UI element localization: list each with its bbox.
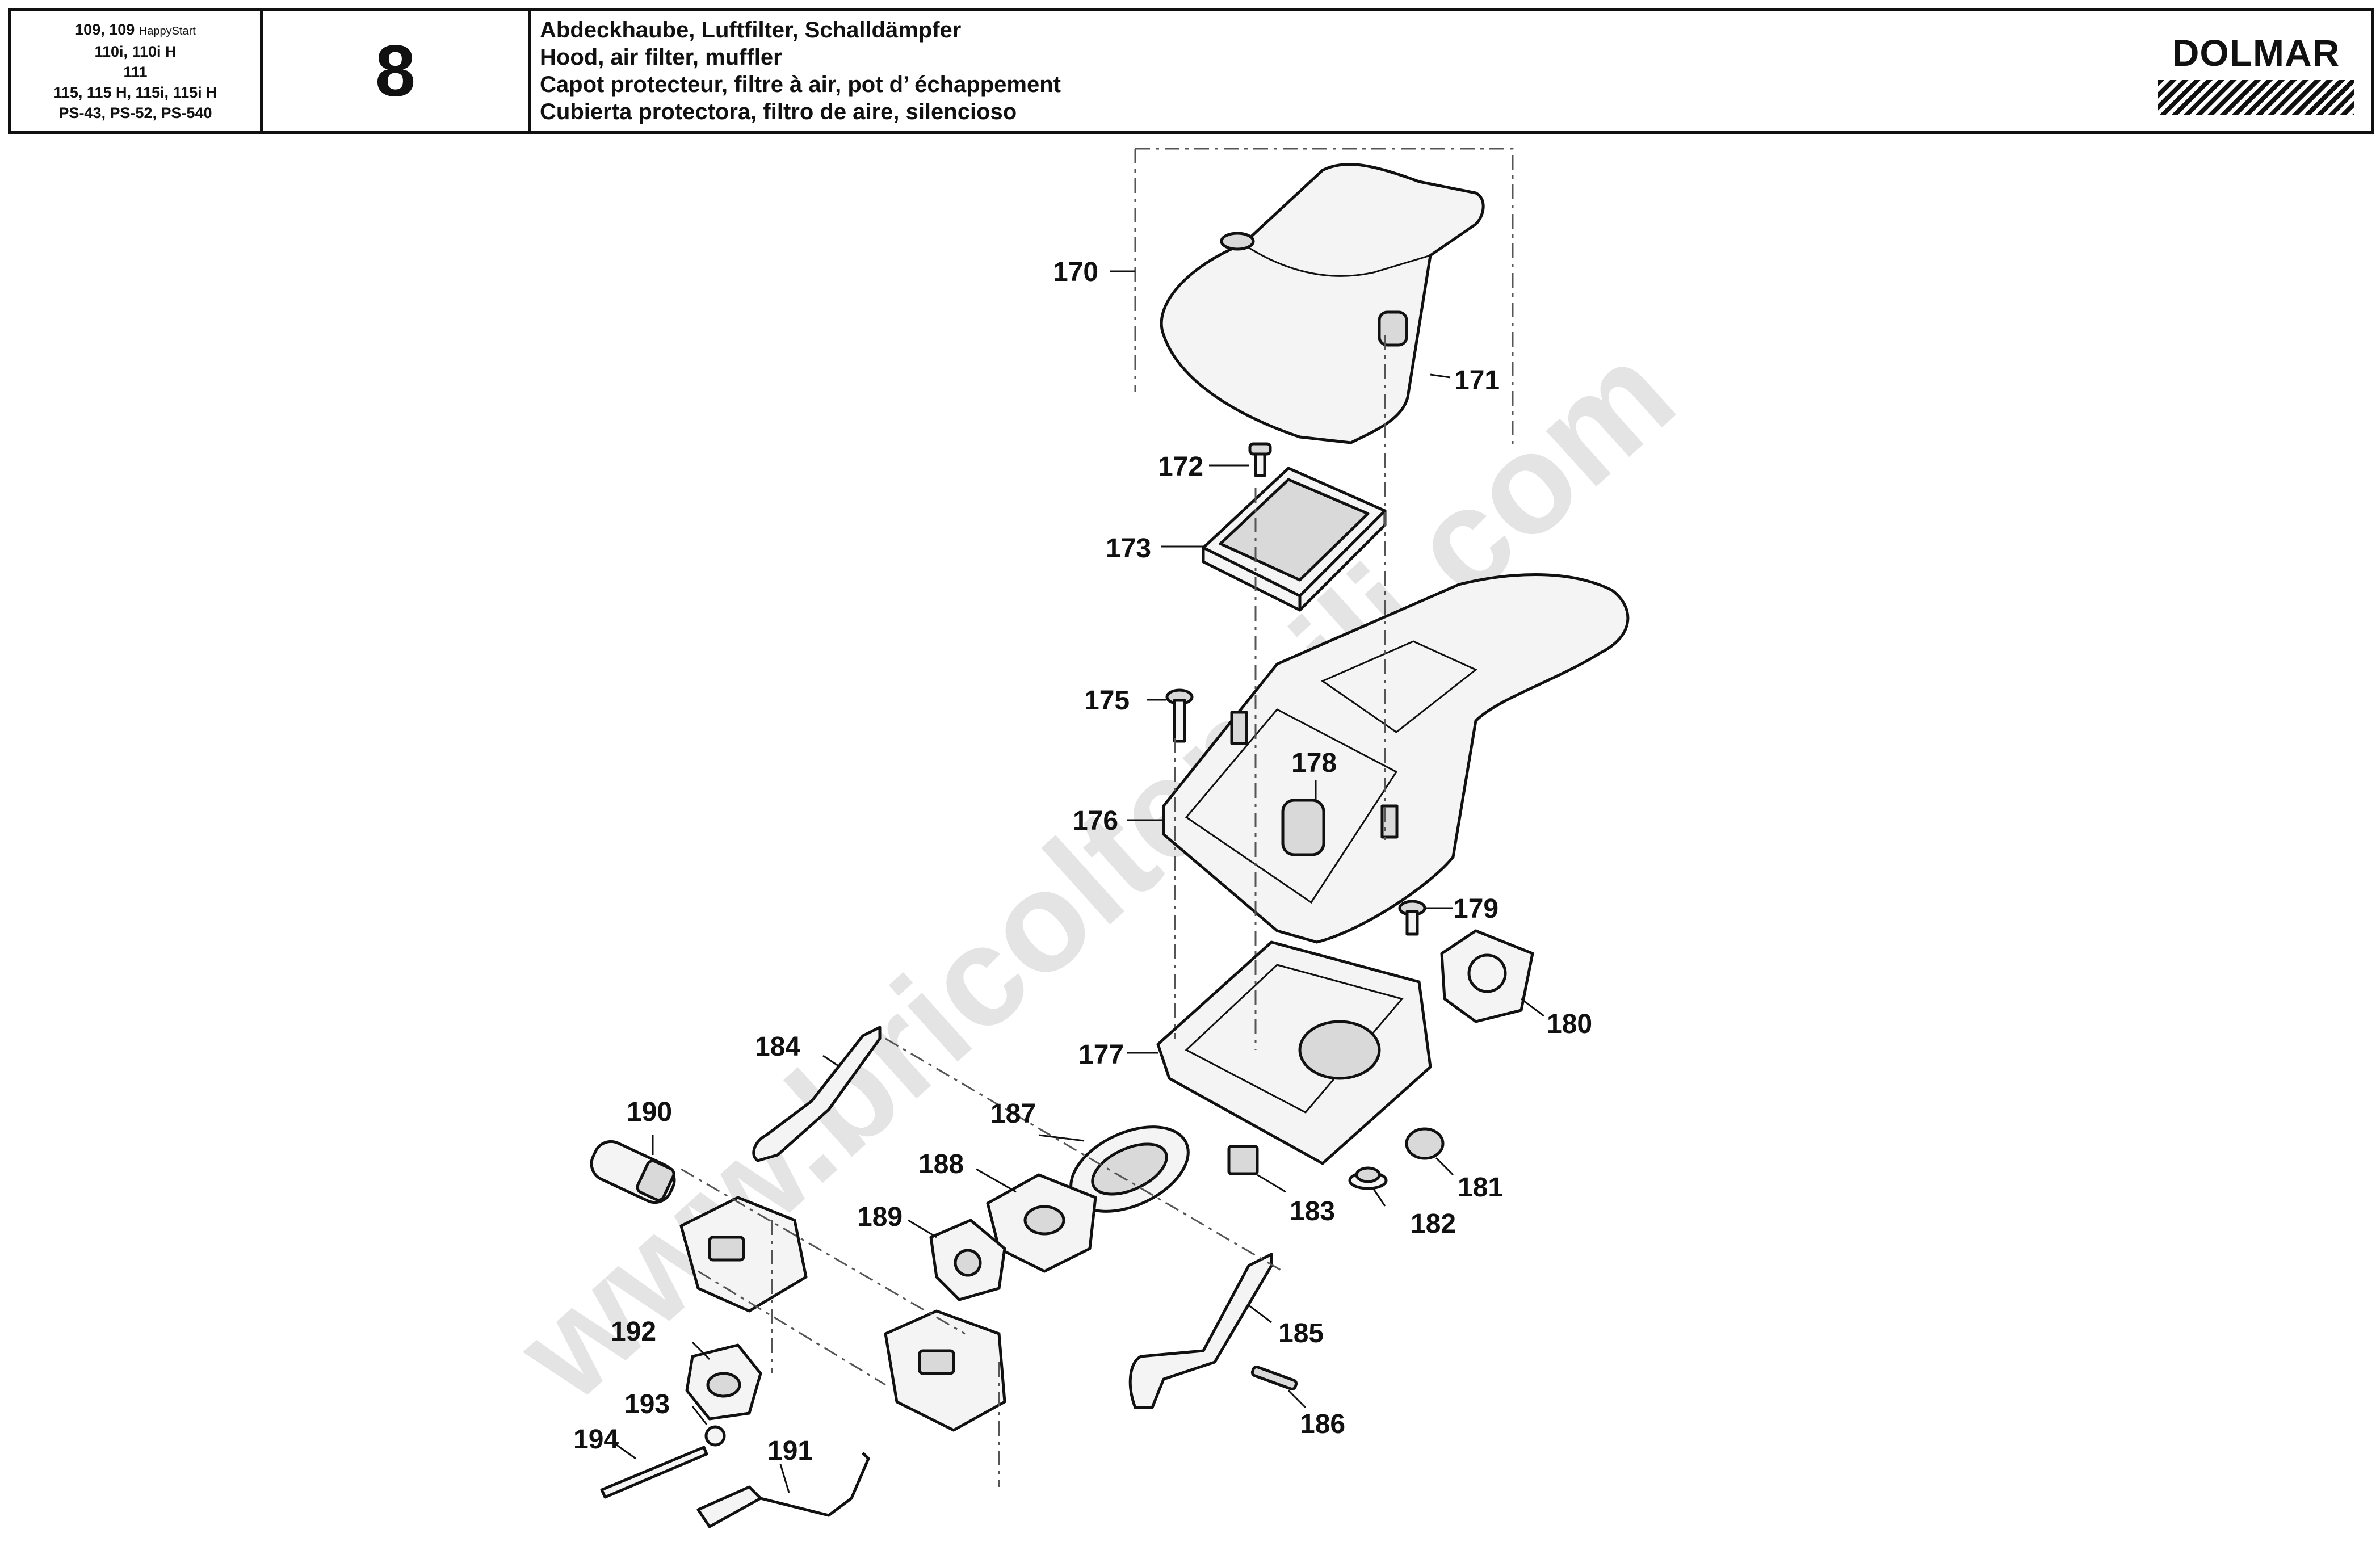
callout-181: 181 <box>1458 1173 1503 1203</box>
callout-182: 182 <box>1411 1209 1456 1239</box>
callout-176: 176 <box>1073 806 1118 836</box>
filter-190 <box>590 1140 676 1204</box>
models-line-1: 109, 109 HappyStart <box>75 19 196 41</box>
header-table: 109, 109 HappyStart 110i, 110i H 111 115… <box>8 8 2374 134</box>
axis-line-intake <box>681 1037 1283 1487</box>
brand-logo: DOLMAR <box>2158 31 2354 128</box>
models-line-4: 115, 115 H, 115i, 115i H <box>53 83 217 101</box>
models-line-2: 110i, 110i H <box>94 43 177 60</box>
callout-187: 187 <box>990 1099 1036 1129</box>
model-list-cell: 109, 109 HappyStart 110i, 110i H 111 115… <box>11 11 263 131</box>
pin-186 <box>1250 1365 1298 1391</box>
callout-175: 175 <box>1084 686 1130 716</box>
callout-191: 191 <box>767 1436 813 1466</box>
callout-180: 180 <box>1547 1009 1592 1039</box>
callout-173: 173 <box>1106 533 1151 564</box>
muffler-base-part <box>1156 940 1432 1165</box>
callout-170: 170 <box>1053 257 1098 287</box>
callout-177: 177 <box>1078 1040 1124 1070</box>
hood-part <box>1160 163 1485 444</box>
flange-188 <box>986 1173 1097 1273</box>
block-183 <box>1227 1145 1259 1175</box>
callout-179: 179 <box>1453 894 1498 924</box>
intake-192 <box>685 1343 762 1421</box>
callout-194: 194 <box>573 1425 619 1455</box>
lever-185 <box>1128 1253 1273 1409</box>
air-filter-part <box>1202 467 1387 612</box>
callout-185: 185 <box>1278 1318 1324 1348</box>
callout-188: 188 <box>918 1149 964 1179</box>
callout-190: 190 <box>627 1097 672 1127</box>
callout-184: 184 <box>755 1032 800 1062</box>
screw-175 <box>1165 688 1194 743</box>
bolt-194 <box>600 1446 708 1499</box>
axis-line-main <box>1174 335 1386 1050</box>
gasket-189 <box>929 1219 1006 1301</box>
callout-178: 178 <box>1291 748 1337 778</box>
housing-cover-part <box>1162 573 1630 944</box>
cap-181 <box>1405 1127 1445 1160</box>
ring-187 <box>1069 1125 1190 1213</box>
callout-186: 186 <box>1300 1409 1345 1439</box>
callout-171: 171 <box>1454 366 1500 396</box>
muffler-gasket-part <box>1440 929 1534 1023</box>
hood-dashed-frame <box>1134 148 1514 448</box>
leader-lines <box>615 270 1544 1493</box>
callout-193: 193 <box>624 1389 670 1419</box>
title-cell: Abdeckhaube, Luftfilter, Schalldämpfer H… <box>531 11 2371 131</box>
callout-192: 192 <box>611 1317 656 1347</box>
lever-184 <box>752 1026 882 1162</box>
models-line-3: 111 <box>123 63 148 81</box>
title-es: Cubierta protectora, filtro de aire, sil… <box>540 99 1017 124</box>
washer-193 <box>704 1425 726 1447</box>
title-de: Abdeckhaube, Luftfilter, Schalldämpfer <box>540 18 962 43</box>
brand-name: DOLMAR <box>2172 32 2340 74</box>
callout-189: 189 <box>857 1202 903 1232</box>
callout-172: 172 <box>1158 452 1203 482</box>
models-line-1-text: 109, 109 <box>75 20 135 38</box>
carburetor-upper <box>679 1196 808 1313</box>
screw-179 <box>1398 900 1426 936</box>
title-fr: Capot protecteur, filtre à air, pot d’ é… <box>540 72 1061 97</box>
screw-172 <box>1248 442 1272 477</box>
washer-182 <box>1348 1166 1388 1190</box>
watermark: www.bricoltensili.com <box>487 313 1703 1430</box>
callout-183: 183 <box>1290 1196 1335 1226</box>
section-number: 8 <box>263 11 531 131</box>
throttle-wire-191 <box>696 1452 870 1528</box>
title-en: Hood, air filter, muffler <box>540 45 782 70</box>
carburetor-lower <box>884 1309 1006 1432</box>
brand-stripe-icon <box>2158 80 2354 115</box>
models-line-1-small: HappyStart <box>138 24 196 37</box>
models-line-5: PS-43, PS-52, PS-540 <box>58 104 212 121</box>
